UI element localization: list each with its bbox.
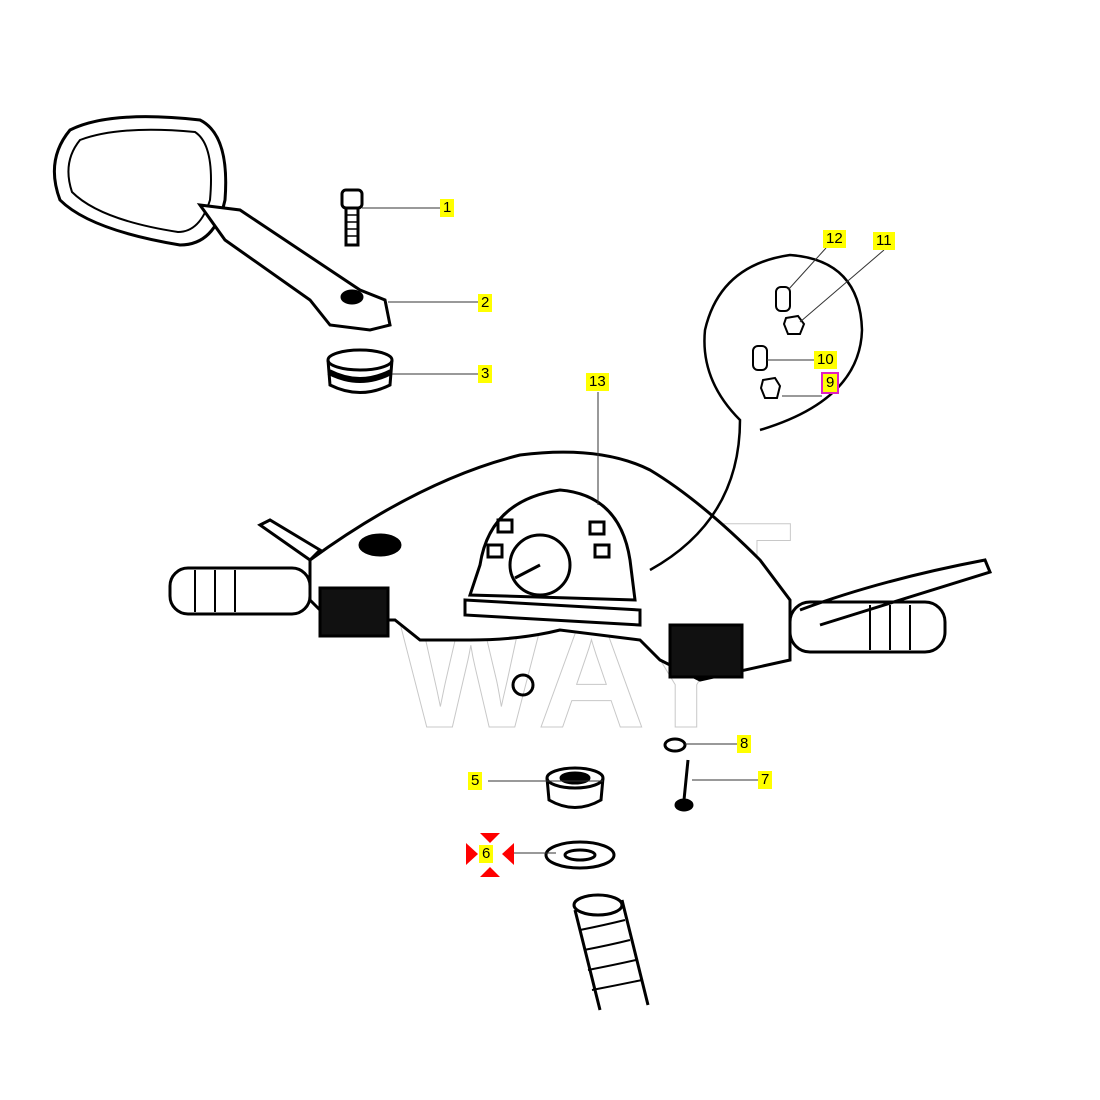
callout-6[interactable]: 6 xyxy=(479,845,494,863)
callout-12[interactable]: 12 xyxy=(823,230,846,248)
callout-5[interactable]: 5 xyxy=(468,772,483,790)
highlight-marker-icon xyxy=(466,833,514,877)
screw-7-drawing xyxy=(674,759,694,812)
callout-9-selected[interactable]: 9 xyxy=(820,372,840,394)
mirror-drawing xyxy=(52,115,392,332)
handlebar-drawing xyxy=(168,450,993,697)
ring-nut-5-drawing xyxy=(545,766,605,809)
lock-washer-6-drawing xyxy=(544,840,616,870)
screw-1-drawing xyxy=(340,188,364,247)
callout-10[interactable]: 10 xyxy=(814,351,837,369)
callout-7[interactable]: 7 xyxy=(758,771,773,789)
callout-3[interactable]: 3 xyxy=(478,365,493,383)
leader-lines xyxy=(362,207,885,854)
steering-tube-drawing xyxy=(572,893,650,1011)
callout-1[interactable]: 1 xyxy=(440,199,455,217)
grommet-3-drawing xyxy=(326,348,394,394)
callout-13[interactable]: 13 xyxy=(586,373,609,391)
callout-2[interactable]: 2 xyxy=(478,294,493,312)
callout-8[interactable]: 8 xyxy=(737,735,752,753)
callout-11[interactable]: 11 xyxy=(873,232,895,250)
washer-8-drawing xyxy=(663,737,687,753)
detail-circle-drawing xyxy=(649,253,864,572)
